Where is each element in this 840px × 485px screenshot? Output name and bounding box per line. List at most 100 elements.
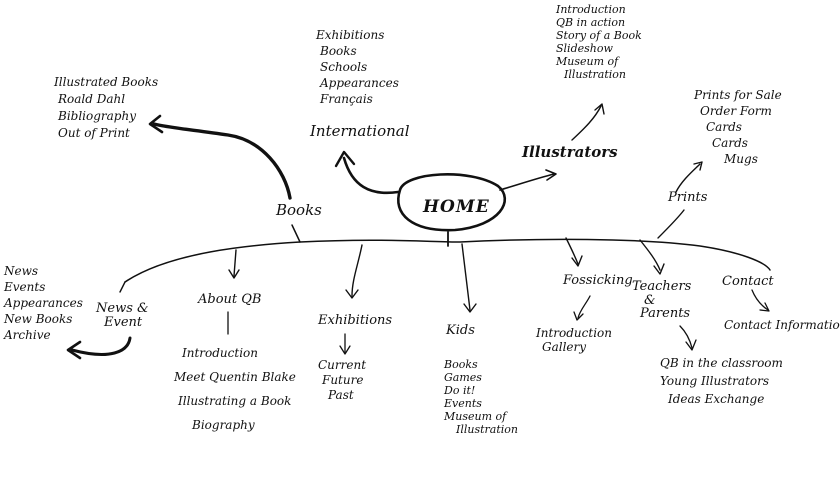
news-event-label-line1: News & — [96, 301, 149, 316]
about-arrowhead — [228, 269, 240, 279]
branch-to-fossicking-arrow — [565, 237, 579, 265]
about-list: Introduction Meet Quentin Blake Illustra… — [174, 346, 296, 432]
branch-to-prints-line — [657, 209, 685, 239]
prints-to-list-arrow — [675, 163, 701, 193]
books-list: Illustrated Books Roald Dahl Bibliograph… — [54, 75, 158, 140]
news-item-appearances[interactable]: Appearances — [4, 296, 83, 310]
exhibitions-item-current[interactable]: Current — [318, 358, 367, 372]
kids-link[interactable]: Kids — [446, 323, 475, 338]
prints-link[interactable]: Prints — [668, 190, 708, 205]
books-trunk-line — [291, 224, 301, 243]
illustrators-link[interactable]: Illustrators — [522, 143, 618, 161]
news-item-new-books[interactable]: New Books — [4, 312, 73, 326]
international-item-books[interactable]: Books — [320, 44, 357, 58]
teachers-to-list-arrow — [679, 325, 693, 349]
news-item-archive[interactable]: Archive — [4, 328, 51, 342]
illustrators-item-qb-in-action[interactable]: QB in action — [556, 16, 626, 29]
contact-to-list-arrow — [751, 289, 769, 311]
news-item-events[interactable]: Events — [4, 280, 46, 294]
fossicking-list-arrowhead — [573, 311, 584, 321]
international-item-francais[interactable]: Français — [320, 92, 373, 106]
illustrators-item-story-of-a-book[interactable]: Story of a Book — [556, 29, 642, 42]
kids-item-illustration[interactable]: Illustration — [456, 423, 518, 436]
kids-item-events[interactable]: Events — [444, 397, 482, 410]
teachers-parents-link[interactable]: Teachers & Parents — [632, 280, 691, 321]
news-list-arrowhead — [66, 340, 82, 360]
about-item-meet-quentin-blake[interactable]: Meet Quentin Blake — [174, 370, 296, 384]
teachers-item-ideas-exchange[interactable]: Ideas Exchange — [668, 392, 765, 406]
prints-item-order-form[interactable]: Order Form — [700, 104, 772, 118]
prints-list-arrowhead — [693, 161, 703, 171]
fossicking-list: Introduction Gallery — [536, 326, 612, 354]
teachers-list: QB in the classroom Young Illustrators I… — [660, 356, 783, 406]
about-item-illustrating-a-book[interactable]: Illustrating a Book — [178, 394, 292, 408]
books-item-bibliography[interactable]: Bibliography — [58, 109, 136, 123]
news-list: News Events Appearances New Books Archiv… — [4, 264, 83, 342]
about-item-introduction[interactable]: Introduction — [182, 346, 258, 360]
teachers-arrowhead — [653, 263, 665, 275]
prints-item-prints-for-sale[interactable]: Prints for Sale — [694, 88, 782, 102]
fossicking-link[interactable]: Fossicking — [563, 273, 633, 288]
international-arrowhead — [334, 150, 356, 168]
exhibitions-item-future[interactable]: Future — [322, 373, 364, 387]
international-item-schools[interactable]: Schools — [320, 60, 368, 74]
branch-to-news-line — [119, 281, 126, 293]
books-link[interactable]: Books — [276, 201, 322, 219]
teachers-list-arrowhead — [685, 339, 697, 351]
home-ellipse — [397, 173, 507, 232]
contact-list-arrowhead — [759, 302, 770, 312]
exhibitions-item-past[interactable]: Past — [328, 388, 354, 402]
home-link[interactable]: HOME — [423, 197, 490, 217]
illustrators-item-illustration[interactable]: Illustration — [564, 68, 626, 81]
illustrators-arrowhead — [545, 169, 557, 181]
illustrators-list-arrowhead — [594, 103, 605, 115]
kids-item-do-it[interactable]: Do it! — [444, 384, 476, 397]
prints-list: Prints for Sale Order Form Cards Cards M… — [694, 88, 782, 166]
news-event-label-line2: Event — [104, 315, 143, 331]
illustrators-item-slideshow[interactable]: Slideshow — [556, 42, 613, 55]
international-item-appearances[interactable]: Appearances — [320, 76, 399, 90]
teachers-label-line3: Parents — [640, 306, 691, 322]
kids-arrowhead — [463, 303, 477, 313]
contact-item-contact-information[interactable]: Contact Information — [724, 318, 840, 332]
exhibitions-link[interactable]: Exhibitions — [318, 313, 393, 328]
news-event-link[interactable]: News & Event — [96, 301, 149, 331]
books-item-roald-dahl[interactable]: Roald Dahl — [58, 92, 126, 106]
illustrators-item-introduction[interactable]: Introduction — [556, 3, 626, 16]
kids-item-games[interactable]: Games — [444, 371, 482, 384]
teachers-label-line2: & — [644, 292, 656, 308]
prints-item-mugs[interactable]: Mugs — [724, 152, 758, 166]
contact-link[interactable]: Contact — [722, 274, 774, 289]
contact-list: Contact Information — [724, 318, 840, 332]
branch-to-about-arrow — [233, 249, 237, 277]
international-item-exhibitions[interactable]: Exhibitions — [316, 28, 385, 42]
books-item-out-of-print[interactable]: Out of Print — [58, 126, 130, 140]
branch-to-exhibitions-arrow — [351, 244, 363, 297]
illustrators-item-museum-of[interactable]: Museum of — [556, 55, 619, 68]
kids-item-museum-of[interactable]: Museum of — [444, 410, 507, 423]
teachers-label-line1: Teachers — [632, 279, 692, 294]
about-link[interactable]: About QB — [198, 292, 262, 307]
illustrators-to-list-arrow — [571, 105, 602, 141]
kids-item-books[interactable]: Books — [444, 358, 478, 371]
illustrators-list: Introduction QB in action Story of a Boo… — [556, 3, 642, 81]
about-item-biography[interactable]: Biography — [192, 418, 255, 432]
international-list: Exhibitions Books Schools Appearances Fr… — [316, 28, 399, 106]
teachers-item-qb-in-the-classroom[interactable]: QB in the classroom — [660, 356, 783, 370]
teachers-item-young-illustrators[interactable]: Young Illustrators — [660, 374, 770, 388]
prints-item-cards-2[interactable]: Cards — [712, 136, 748, 150]
books-item-illustrated-books[interactable]: Illustrated Books — [54, 75, 159, 89]
kids-list: Books Games Do it! Events Museum of Illu… — [444, 358, 518, 436]
home-to-international-arrow — [342, 156, 400, 195]
prints-item-cards[interactable]: Cards — [706, 120, 742, 134]
branch-to-teachers-arrow — [639, 239, 661, 271]
books-to-list-arrow — [152, 122, 292, 200]
news-item-news[interactable]: News — [4, 264, 39, 278]
exhibitions-list: Current Future Past — [318, 358, 366, 402]
fossicking-item-gallery[interactable]: Gallery — [542, 340, 587, 354]
international-link[interactable]: International — [310, 122, 410, 140]
fossicking-item-introduction[interactable]: Introduction — [536, 326, 612, 340]
fossicking-to-list-arrow — [577, 295, 591, 319]
fossicking-arrowhead — [571, 255, 583, 267]
